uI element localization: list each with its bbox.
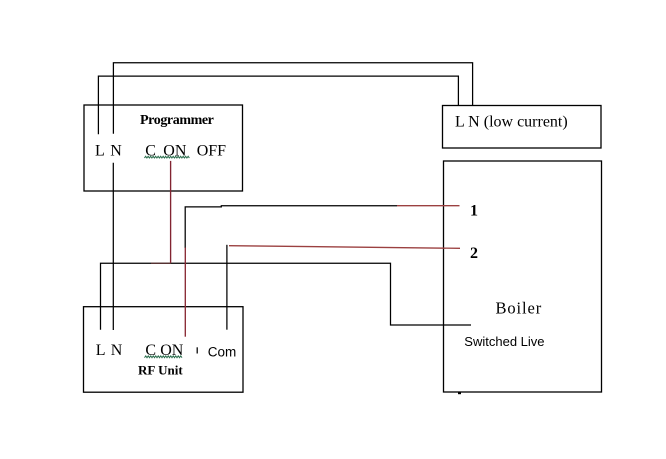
svg-text:L N (low current): L N (low current) [455, 114, 568, 131]
svg-text:C: C [145, 342, 156, 359]
svg-text:2: 2 [470, 245, 478, 262]
svg-text:Boiler: Boiler [496, 298, 543, 317]
svg-text:Com: Com [208, 345, 237, 360]
svg-text:Switched Live: Switched Live [464, 334, 544, 349]
svg-text:1: 1 [470, 203, 478, 220]
svg-text:N: N [110, 142, 122, 159]
svg-text:OFF: OFF [197, 142, 226, 159]
svg-text:Programmer: Programmer [140, 113, 214, 128]
svg-text:RF Unit: RF Unit [138, 363, 183, 378]
svg-text:C: C [145, 142, 156, 159]
svg-text:ON: ON [160, 342, 184, 359]
svg-text:N: N [111, 342, 123, 359]
svg-text:L: L [95, 142, 105, 159]
svg-text:L: L [96, 342, 106, 359]
svg-text:ON: ON [163, 142, 187, 159]
